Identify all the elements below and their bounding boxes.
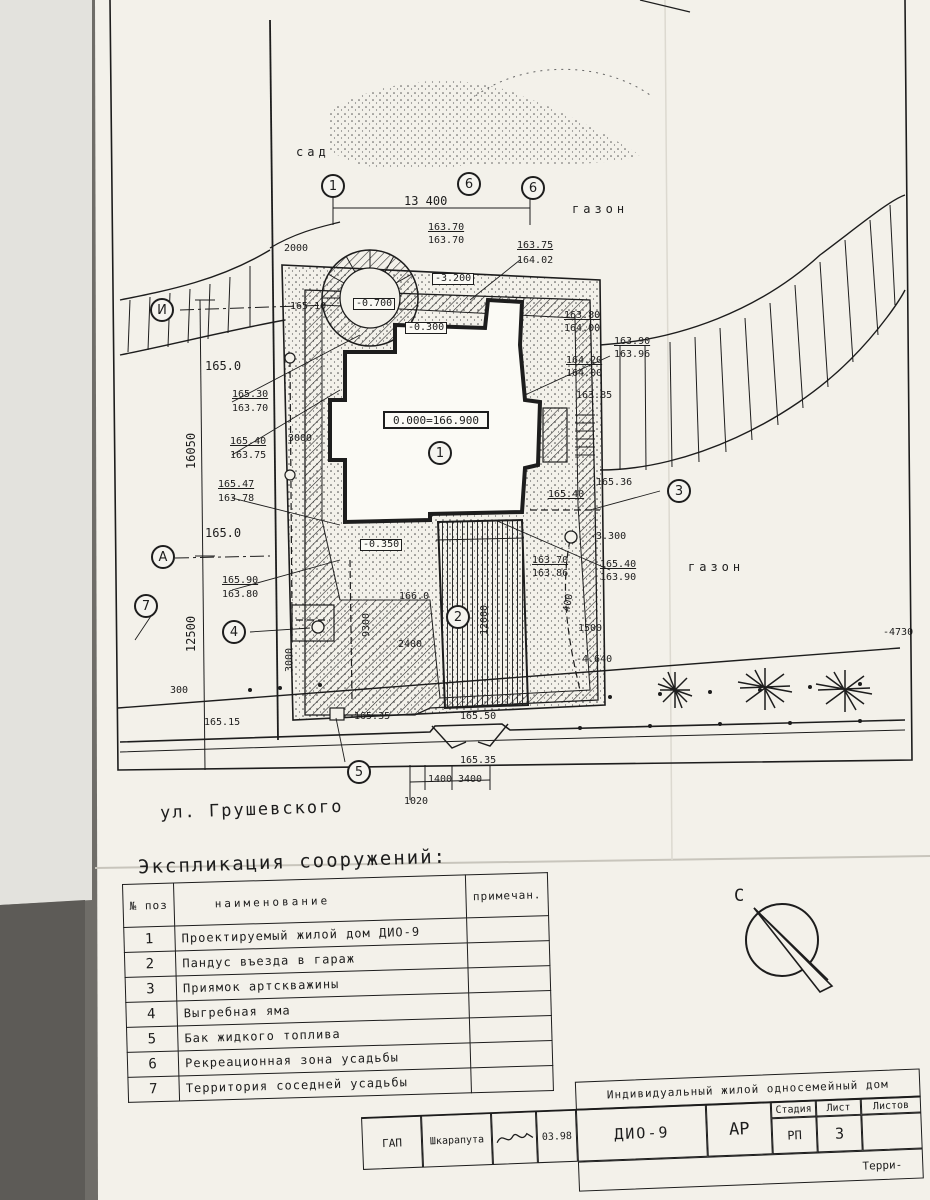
elevation-mark: 165.50 xyxy=(460,711,497,722)
dim-left-height: 16050 xyxy=(184,432,199,470)
elevation-mark: 163.86 xyxy=(532,568,569,579)
elevation-mark: -3.300 xyxy=(590,531,627,542)
section-code: АР xyxy=(705,1102,773,1157)
sheets-value xyxy=(861,1112,923,1151)
object-mark-3: 3 xyxy=(667,479,691,503)
elevation-mark: 165.35 xyxy=(460,755,497,766)
elevation-mark: 165.40 xyxy=(548,489,585,500)
role-cell: ГАП xyxy=(361,1115,424,1170)
elevation-mark: 165.47 xyxy=(218,479,255,490)
zone-label-lawn-right: газон xyxy=(688,560,745,574)
dim-9300: 9300 xyxy=(361,612,373,638)
dim-bottom-1400: 1400 xyxy=(428,774,453,785)
elevation-mark: 165.15 xyxy=(204,717,241,728)
object-mark-5: 5 xyxy=(347,760,371,784)
elevation-mark: 164.00 xyxy=(566,368,603,379)
elevation-mark: 163.75 xyxy=(517,240,554,251)
elevation-mark: -3.200 xyxy=(432,273,475,285)
author-name: Шкарапута xyxy=(421,1112,493,1168)
object-mark-4: 4 xyxy=(222,620,246,644)
dim-3000: 3000 xyxy=(284,647,296,673)
elevation-mark: -0.350 xyxy=(360,539,403,551)
elevation-mark: 165.10 xyxy=(290,301,327,312)
dim-ramp-length: 12000 xyxy=(479,604,491,636)
elevation-mark: 163.90 xyxy=(600,572,637,583)
sheet-value: 3 xyxy=(816,1114,863,1153)
dim-stair-width: 2000 xyxy=(284,243,309,254)
elevation-mark: 165.90 xyxy=(222,575,259,586)
zone-label-lawn-top: газон xyxy=(572,202,629,216)
signature-cell xyxy=(490,1111,538,1165)
elevation-mark: -0.300 xyxy=(405,322,448,334)
sheet-header: Лист xyxy=(815,1098,862,1117)
elevation-mark: 166.0 xyxy=(399,591,430,602)
elevation-mark: 163.70 xyxy=(232,403,269,414)
elevation-mark: 164.20 xyxy=(566,355,603,366)
north-letter: С xyxy=(734,886,746,906)
object-mark-1: 1 xyxy=(428,441,452,465)
elevation-mark: 163.70 xyxy=(428,222,465,233)
elevation-mark: 165.40 xyxy=(600,559,637,570)
zone-label-garden: сад xyxy=(296,145,330,159)
elevation-mark: 165.0 xyxy=(205,359,242,373)
elevation-mark: 163.75 xyxy=(230,450,267,461)
stage-value: РП xyxy=(771,1116,818,1155)
dim-bottom-3400: 3400 xyxy=(458,774,483,785)
axis-mark-6: 6 xyxy=(521,176,545,200)
dim-2400: 2400 xyxy=(398,639,423,650)
axis-mark-1: 1 xyxy=(321,174,345,198)
elevation-mark: 164.00 xyxy=(564,323,601,334)
dim-top-width: 13 400 xyxy=(404,194,448,208)
elevation-mark: 165.30 xyxy=(232,389,269,400)
dim-bottom-1020: 1020 xyxy=(404,796,429,807)
object-mark-7: 7 xyxy=(134,594,158,618)
column-header-num: № поз xyxy=(122,883,175,928)
house-zero-level: 0.000=166.900 xyxy=(383,411,489,429)
elevation-mark: 163.80 xyxy=(222,589,259,600)
dim-side-300: 300 xyxy=(170,685,189,696)
elevation-mark: 165.0 xyxy=(205,526,242,540)
elevation-mark: 163.70 xyxy=(428,235,465,246)
object-mark-6: 6 xyxy=(457,172,481,196)
column-header-note: примечан. xyxy=(465,872,549,918)
elevation-mark: -0.700 xyxy=(353,298,396,310)
dim-left-lower: 12500 xyxy=(184,615,199,653)
signature-icon xyxy=(496,1132,533,1144)
axis-mark-i: И xyxy=(150,298,174,322)
date-cell: 03.98 xyxy=(535,1109,578,1164)
elevation-mark: 165.36 xyxy=(596,477,633,488)
object-mark-2: 2 xyxy=(446,605,470,629)
mark-minus-4640: -4.640 xyxy=(576,654,613,665)
mark-minus-4730: -4730 xyxy=(883,627,914,638)
elevation-mark: 163.70 xyxy=(532,555,569,566)
elevation-mark: 163.85 xyxy=(576,390,613,401)
axis-mark-a: А xyxy=(151,545,175,569)
dim-1500: 1500 xyxy=(578,623,603,634)
north-arrow-icon xyxy=(745,903,834,994)
elevation-mark: 164.02 xyxy=(517,255,554,266)
title-block: Индивидуальный жилой односемейный дом ГА… xyxy=(360,1068,924,1200)
elevation-mark: 165.35 xyxy=(354,711,391,722)
stage-header: Стадия xyxy=(770,1100,817,1119)
elevation-mark: 163.78 xyxy=(218,493,255,504)
elevation-mark: 163.96 xyxy=(614,349,651,360)
dim-inner-3000: 3000 xyxy=(288,433,313,444)
elevation-mark: 165.40 xyxy=(230,436,267,447)
elevation-mark: 163.80 xyxy=(564,310,601,321)
project-code: ДИО-9 xyxy=(575,1104,708,1162)
elevation-mark: 163.90 xyxy=(614,336,651,347)
